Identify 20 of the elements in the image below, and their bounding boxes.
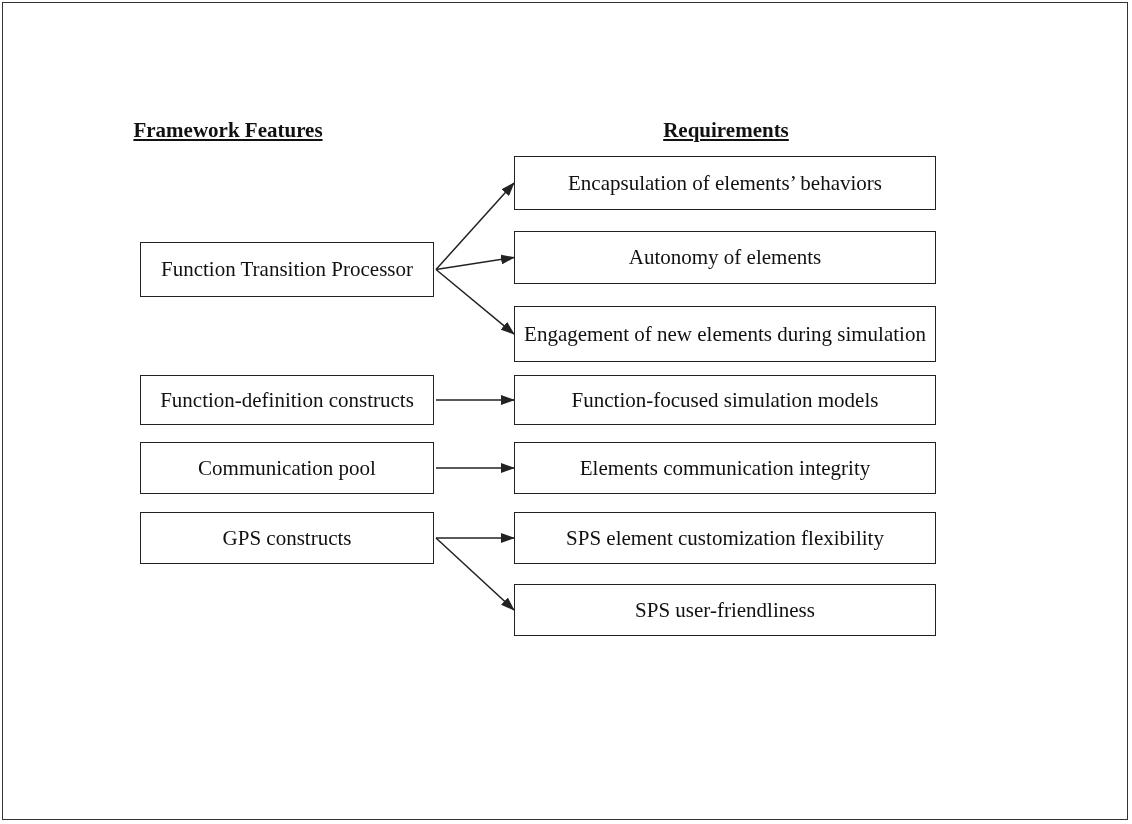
text-box: Elements communication integrity xyxy=(514,442,936,494)
arrow xyxy=(435,254,515,271)
text-box: SPS user-friendliness xyxy=(514,584,936,636)
text-box: Engagement of new elements during simulation xyxy=(514,306,936,362)
arrow xyxy=(435,182,515,271)
text-box: Autonomy of elements xyxy=(514,231,936,284)
arrow xyxy=(435,533,515,543)
text-box: Function-focused simulation models xyxy=(514,375,936,425)
arrow xyxy=(435,268,515,335)
arrow xyxy=(435,463,515,473)
text-box: Communication pool xyxy=(140,442,434,494)
text-box: Function Transition Processor xyxy=(140,242,434,297)
text-box: Encapsulation of elements’ behaviors xyxy=(514,156,936,210)
column-heading: Framework Features xyxy=(133,118,323,143)
text-box: SPS element customization flexibility xyxy=(514,512,936,564)
text-box: Function-definition constructs xyxy=(140,375,434,425)
arrow xyxy=(435,395,515,405)
column-heading: Requirements xyxy=(663,118,789,143)
arrow xyxy=(435,537,515,611)
text-box: GPS constructs xyxy=(140,512,434,564)
